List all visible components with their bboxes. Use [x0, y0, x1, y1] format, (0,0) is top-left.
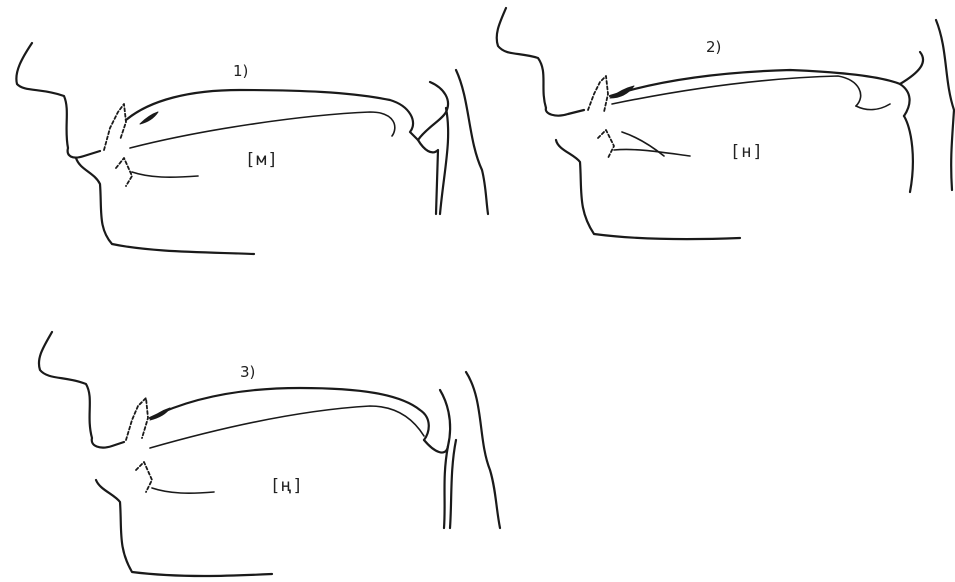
- panel-1-phoneme: [м]: [245, 150, 279, 170]
- panel-2-phoneme: [н]: [730, 142, 764, 162]
- panel-2-number: 2): [706, 38, 721, 56]
- panel-3-number: 3): [240, 363, 255, 381]
- panel-3-phoneme: [ң]: [270, 476, 304, 496]
- panel-1-number: 1): [233, 62, 248, 80]
